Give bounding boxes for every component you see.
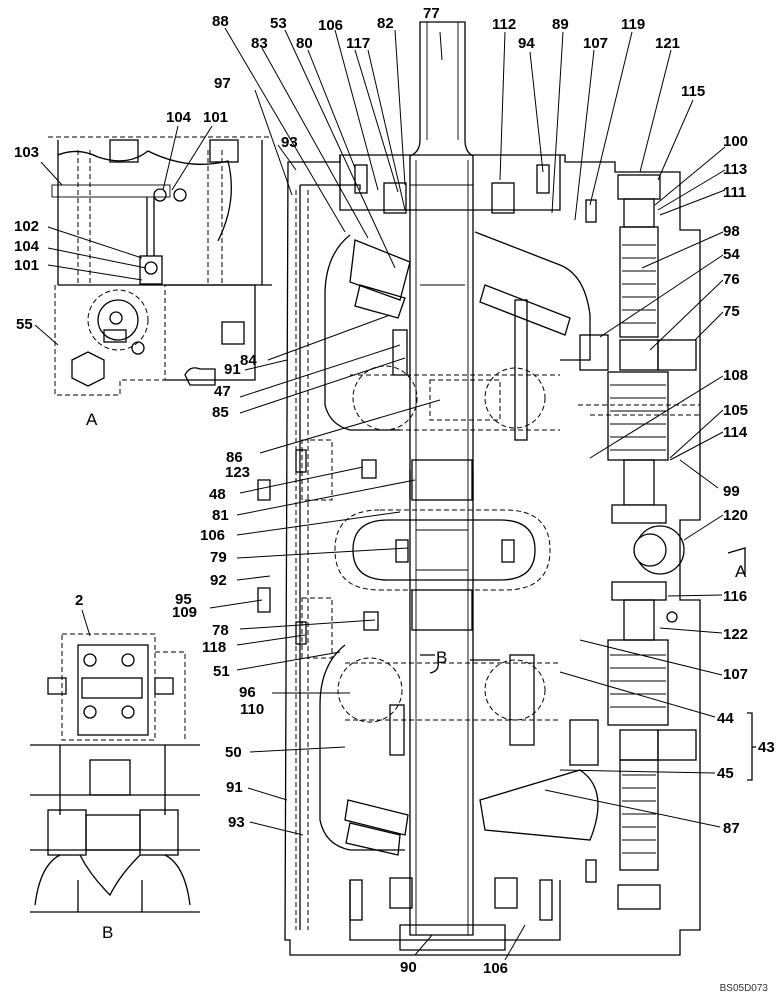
callout-96: 96 <box>239 684 256 701</box>
callout-2: 2 <box>75 592 84 609</box>
callout-99: 99 <box>723 483 740 500</box>
callout-119: 119 <box>621 16 646 33</box>
callout-104-a: 104 <box>166 109 192 126</box>
callout-83: 83 <box>251 35 268 52</box>
callout-111: 111 <box>723 184 747 201</box>
callout-76: 76 <box>723 271 740 288</box>
callout-121: 121 <box>655 35 681 52</box>
callout-101-b: 101 <box>14 257 40 274</box>
callout-78: 78 <box>212 622 229 639</box>
callout-123: 123 <box>225 464 251 481</box>
callout-106-top: 106 <box>318 17 344 34</box>
callout-45: 45 <box>717 765 734 782</box>
callout-88: 88 <box>212 13 229 30</box>
callout-117: 117 <box>346 35 371 52</box>
callout-98: 98 <box>723 223 740 240</box>
detail-a-label: A <box>86 410 98 429</box>
callout-87: 87 <box>723 820 740 837</box>
callout-118: 118 <box>202 639 227 656</box>
callout-55: 55 <box>16 316 33 333</box>
drawing-code: BS05D073 <box>719 983 768 994</box>
callout-82: 82 <box>377 15 394 32</box>
callout-106-bot: 106 <box>483 960 509 977</box>
callout-91-top: 91 <box>224 361 241 378</box>
callout-81: 81 <box>212 507 229 524</box>
callout-93-top: 93 <box>281 134 298 151</box>
detail-b-view <box>30 633 200 913</box>
callout-95: 95 <box>175 591 192 608</box>
callout-114: 114 <box>723 424 748 441</box>
callout-89: 89 <box>552 16 569 33</box>
callout-75: 75 <box>723 303 740 320</box>
callout-109: 109 <box>172 604 198 621</box>
callout-113: 113 <box>723 161 748 178</box>
callout-51: 51 <box>213 663 230 680</box>
detail-a-view <box>48 136 272 396</box>
callout-80: 80 <box>296 35 313 52</box>
callout-93-bot: 93 <box>228 814 245 831</box>
callout-106-mid: 106 <box>200 527 226 544</box>
callout-110: 110 <box>240 701 265 718</box>
callout-120: 120 <box>723 507 749 524</box>
callout-122: 122 <box>723 626 749 643</box>
spring-coils-upper <box>622 244 656 324</box>
callout-48: 48 <box>209 486 226 503</box>
callout-50: 50 <box>225 744 242 761</box>
callout-84: 84 <box>240 352 257 369</box>
section-markers <box>420 547 756 781</box>
main-section-view <box>257 21 701 956</box>
callout-90: 90 <box>400 959 417 976</box>
section-a-marker: A <box>735 562 747 581</box>
callout-77: 77 <box>423 5 440 22</box>
section-b-marker: B <box>436 648 448 667</box>
callout-86: 86 <box>226 449 243 466</box>
callout-54: 54 <box>723 246 740 263</box>
callout-85: 85 <box>212 404 229 421</box>
callout-107-top: 107 <box>583 35 609 52</box>
callout-43: 43 <box>758 739 775 756</box>
leader-lines <box>34 27 726 961</box>
callout-115: 115 <box>681 83 706 100</box>
callout-112: 112 <box>492 16 517 33</box>
callout-94: 94 <box>518 35 535 52</box>
callout-108: 108 <box>723 367 749 384</box>
detail-b-label: B <box>102 923 114 942</box>
callout-103: 103 <box>14 144 40 161</box>
callout-102: 102 <box>14 218 40 235</box>
callout-107-bot: 107 <box>723 666 749 683</box>
callout-92: 92 <box>210 572 227 589</box>
callout-116: 116 <box>723 588 748 605</box>
callout-91-bot: 91 <box>226 779 243 796</box>
callout-104-b: 104 <box>14 238 40 255</box>
callout-79: 79 <box>210 549 227 566</box>
callout-97: 97 <box>214 75 231 92</box>
callout-53: 53 <box>270 15 287 32</box>
callout-105: 105 <box>723 402 749 419</box>
callout-100: 100 <box>723 133 749 150</box>
callout-44: 44 <box>717 710 734 727</box>
callout-101-a: 101 <box>203 109 229 126</box>
callout-47: 47 <box>214 383 231 400</box>
